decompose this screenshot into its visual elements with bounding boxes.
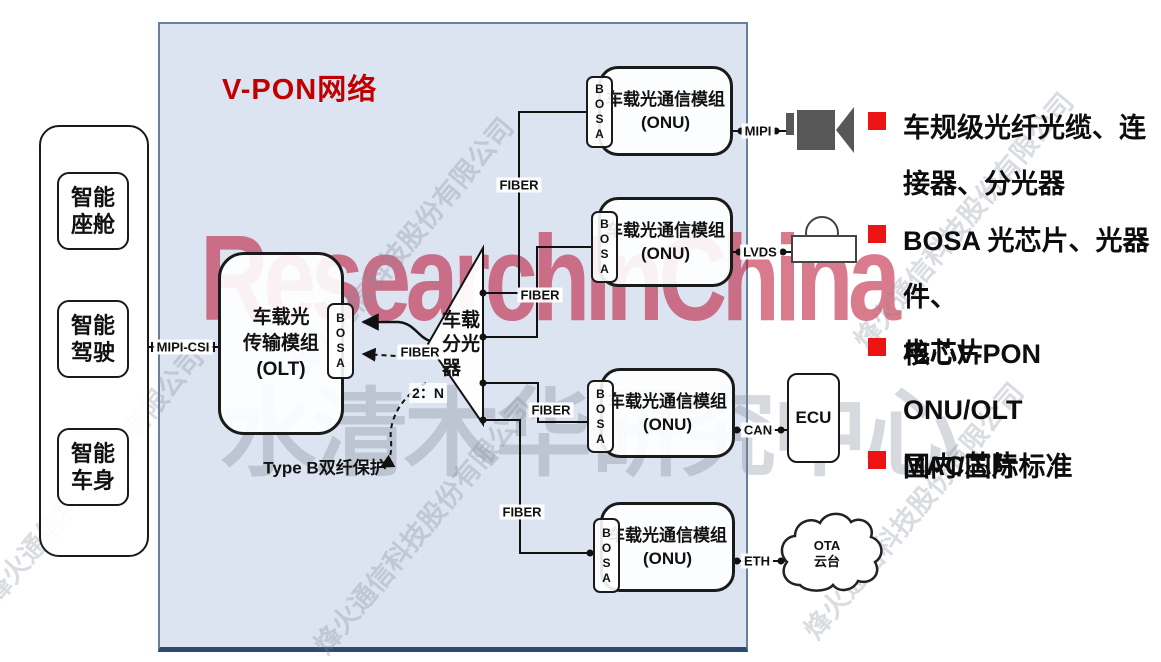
- domain-smart-driving: 智能 驾驶: [57, 300, 129, 378]
- split-ratio-label: 2：N: [409, 383, 447, 403]
- eth-label: ETH: [741, 553, 773, 569]
- onu4-bosa: B O S A: [593, 518, 620, 593]
- onu-module-2: 车载光通信模组 (ONU): [598, 197, 733, 287]
- fiber-label-apex: FIBER: [397, 344, 443, 360]
- red-bullet-icon: [868, 338, 886, 356]
- mipi-csi-label: MIPI-CSI: [153, 339, 213, 355]
- red-bullet-icon: [868, 112, 886, 130]
- onu3-bosa: B O S A: [587, 380, 614, 453]
- ecu-box: ECU: [787, 373, 840, 463]
- mipi-label: MIPI: [741, 123, 775, 139]
- splitter-label: 车载 分光 器: [441, 310, 481, 379]
- olt-module: 车载光 传输模组 (OLT): [218, 252, 344, 435]
- olt-bosa: B O S A: [327, 303, 354, 379]
- highlight-item-mac-chips: 核心V-PON ONU/OLT MAC芯片: [868, 326, 1158, 494]
- fiber-label-1: FIBER: [496, 177, 542, 193]
- highlight-item-standards: 国内/国际标准: [868, 439, 1158, 495]
- can-label: CAN: [740, 422, 776, 438]
- fiber-line-1: [483, 111, 587, 294]
- onu-module-1: 车载光通信模组 (ONU): [598, 66, 733, 156]
- typeb-protection-label: Type B双纤保护: [263, 458, 387, 478]
- fiber-label-3: FIBER: [528, 402, 574, 418]
- domain-smart-body: 智能 车身: [57, 428, 129, 506]
- onu1-bosa: B O S A: [586, 76, 613, 148]
- red-bullet-icon: [868, 451, 886, 469]
- onu2-bosa: B O S A: [591, 211, 618, 283]
- ota-cloud-label: OTA 云台: [813, 538, 841, 569]
- highlight-text: 国内/国际标准: [903, 452, 1073, 482]
- red-bullet-icon: [868, 225, 886, 243]
- camera-icon: [786, 107, 854, 153]
- display-icon: [791, 216, 857, 263]
- panel-title: V-PON网络: [222, 74, 378, 106]
- fiber-line-4: [483, 419, 594, 554]
- onu-module-3: 车载光通信模组 (ONU): [600, 368, 735, 458]
- highlight-item-bosa-chips: BOSA 光芯片、光器件、 电芯片: [868, 213, 1158, 381]
- domain-smart-cockpit: 智能 座舱: [57, 172, 129, 250]
- fiber-label-2: FIBER: [517, 287, 563, 303]
- mipi-csi-ticks: [151, 342, 215, 352]
- highlight-text: 车规级光纤光缆、连 接器、分光器: [903, 113, 1146, 199]
- ota-cloud-icon: [780, 512, 883, 592]
- highlight-text: BOSA 光芯片、光器件、 电芯片: [903, 226, 1150, 368]
- onu-module-4: 车载光通信模组 (ONU): [600, 502, 735, 592]
- highlight-item-fiber-cable: 车规级光纤光缆、连 接器、分光器: [868, 100, 1158, 212]
- olt-fiber-arrow-solid: [361, 313, 431, 343]
- junction-dots: [479, 127, 787, 565]
- lvds-label: LVDS: [740, 244, 780, 260]
- fiber-label-4: FIBER: [499, 504, 545, 520]
- highlight-text: 核心V-PON ONU/OLT MAC芯片: [903, 339, 1042, 481]
